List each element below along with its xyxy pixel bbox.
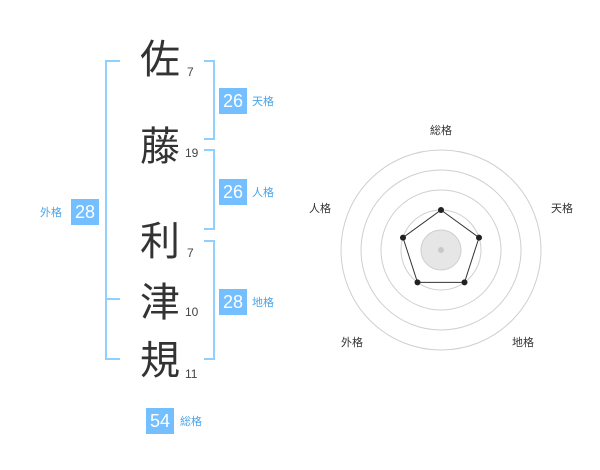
radar-point-1 bbox=[476, 234, 482, 241]
radar-point-0 bbox=[438, 207, 444, 213]
radar-series-polygon bbox=[402, 209, 480, 283]
chikaku-label: 地格 bbox=[252, 296, 274, 309]
bracket-gaikaku bbox=[105, 60, 120, 360]
radar-axis-label-2: 地格 bbox=[512, 336, 534, 349]
radar-point-4 bbox=[400, 234, 406, 241]
radar-axis-label-0: 総格 bbox=[430, 124, 452, 137]
soukaku-label: 総格 bbox=[180, 415, 202, 428]
radar-ring-4 bbox=[360, 169, 522, 331]
chikaku-value: 28 bbox=[219, 289, 247, 315]
char-5: 規 bbox=[140, 338, 180, 384]
radar-axis-label-3: 外格 bbox=[341, 336, 363, 349]
jinkaku-label: 人格 bbox=[252, 186, 274, 199]
strokes-5: 11 bbox=[185, 367, 198, 381]
strokes-4: 10 bbox=[185, 305, 199, 319]
tenkaku-value: 26 bbox=[219, 88, 247, 114]
tenkaku-label: 天格 bbox=[252, 95, 274, 108]
bracket-jinkaku bbox=[204, 149, 215, 230]
bracket-chikaku bbox=[204, 240, 215, 360]
gaikaku-value: 28 bbox=[71, 199, 99, 225]
radar-ring-3 bbox=[380, 189, 502, 311]
char-3: 利 bbox=[140, 219, 180, 265]
radar-center-dot bbox=[438, 247, 444, 253]
char-1: 佐 bbox=[140, 37, 180, 83]
bracket-tenkaku bbox=[204, 60, 215, 140]
char-2: 藤 bbox=[140, 124, 180, 170]
radar-ring-5 bbox=[340, 149, 542, 351]
jinkaku-value: 26 bbox=[219, 179, 247, 205]
soukaku-value: 54 bbox=[146, 408, 174, 434]
char-4: 津 bbox=[140, 280, 180, 326]
strokes-3: 7 bbox=[187, 246, 194, 260]
strokes-2: 19 bbox=[185, 146, 199, 160]
radar-point-3 bbox=[414, 279, 421, 286]
gaikaku-label: 外格 bbox=[40, 206, 62, 219]
strokes-1: 7 bbox=[187, 65, 194, 79]
radar-axis-label-1: 天格 bbox=[551, 202, 573, 215]
radar-axis-label-4: 人格 bbox=[309, 202, 331, 215]
radar-point-2 bbox=[461, 279, 468, 286]
